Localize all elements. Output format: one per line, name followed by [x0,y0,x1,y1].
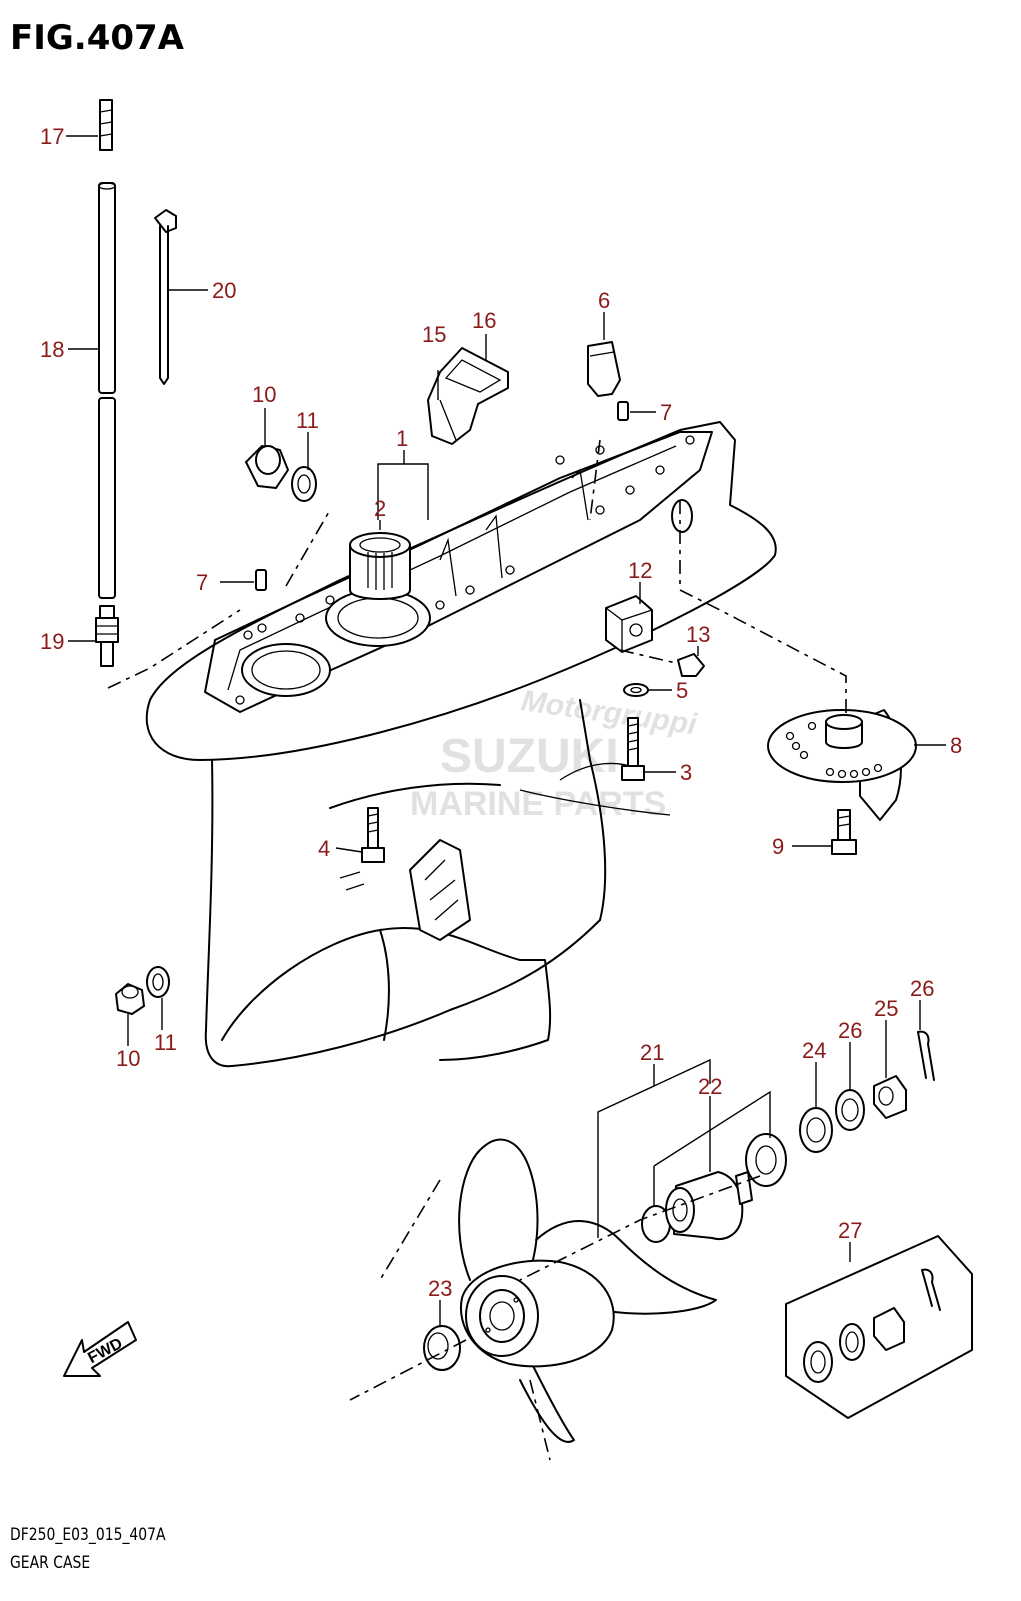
watermark-line2: SUZUKI [440,730,619,783]
callout-8: 8 [950,733,962,758]
callout-24: 25 [874,996,898,1021]
gear-case-housing [145,421,777,1068]
part-3-bolt [621,717,645,781]
callout-10-upper: 10 [252,382,276,407]
part-27-kit [785,1235,973,1419]
assembly-lines [107,439,847,1461]
part-22-thrust-washer [423,1325,461,1371]
part-21-spacer [641,1133,787,1243]
part-7-pins [255,401,629,591]
callout-5: 5 [676,678,688,703]
callout-11-lower: 11 [154,1030,177,1055]
callout-25: 26 [838,1018,862,1043]
callout-12: 12 [628,558,652,583]
part-19-cable-tie [154,209,177,385]
part-10-11-upper [245,445,317,502]
part-14-15-anode [427,347,509,445]
callout-1: 1 [396,426,408,451]
figure-title: FIG.407A [10,18,184,58]
callout-15: 16 [472,308,496,333]
callout-9: 9 [772,834,784,859]
callout-20: 21 [640,1040,664,1065]
callout-13: 13 [686,622,710,647]
part-17-water-tube [98,182,116,599]
callout-14: 15 [422,322,446,347]
part-23-washer [799,1107,833,1153]
part-6-cap [587,341,621,397]
callout-18: 19 [40,629,64,654]
callout-6: 6 [598,288,610,313]
part-16-connector [99,99,113,151]
part-20-propeller [458,1138,717,1443]
part-10-11-lower [115,966,170,1015]
leader-lines [66,135,946,1326]
part-26-cotter-pin [917,1030,935,1081]
callout-19: 20 [212,278,236,303]
callout-numbers: 17 18 19 20 10 11 1 2 15 16 6 7 7 12 13 … [40,124,962,1301]
callout-10-lower: 10 [116,1046,140,1071]
part-9-bolt [831,809,857,855]
figure-code: DF250_E03_015_407A [10,1525,166,1545]
watermark: Motorgruppi SUZUKI MARINE PARTS [410,684,699,823]
part-24-nut [873,1075,907,1119]
callout-7-lower: 7 [196,570,208,595]
part-18-fitting [95,605,119,667]
part-4-bolt [361,807,385,863]
callout-3: 3 [680,760,692,785]
part-8-trim-tab [767,709,917,821]
part-25-washer [835,1089,865,1131]
part-12-block [605,595,653,653]
callout-2: 2 [374,496,386,521]
callout-27: 27 [838,1218,862,1243]
figure-name: GEAR CASE [10,1553,91,1573]
callout-4: 4 [318,836,330,861]
part-5-washer [623,683,649,697]
callout-16: 17 [40,124,64,149]
callout-21: 22 [698,1074,722,1099]
callout-7-upper: 7 [660,400,672,425]
callout-11-upper: 11 [296,408,319,433]
callout-23: 24 [802,1038,826,1063]
callout-26: 26 [910,976,934,1001]
callout-17: 18 [40,337,64,362]
callout-22: 23 [428,1276,452,1301]
watermark-line3: MARINE PARTS [410,785,666,823]
fwd-arrow-icon: FWD [63,1321,137,1377]
part-13-bolt [677,653,705,677]
